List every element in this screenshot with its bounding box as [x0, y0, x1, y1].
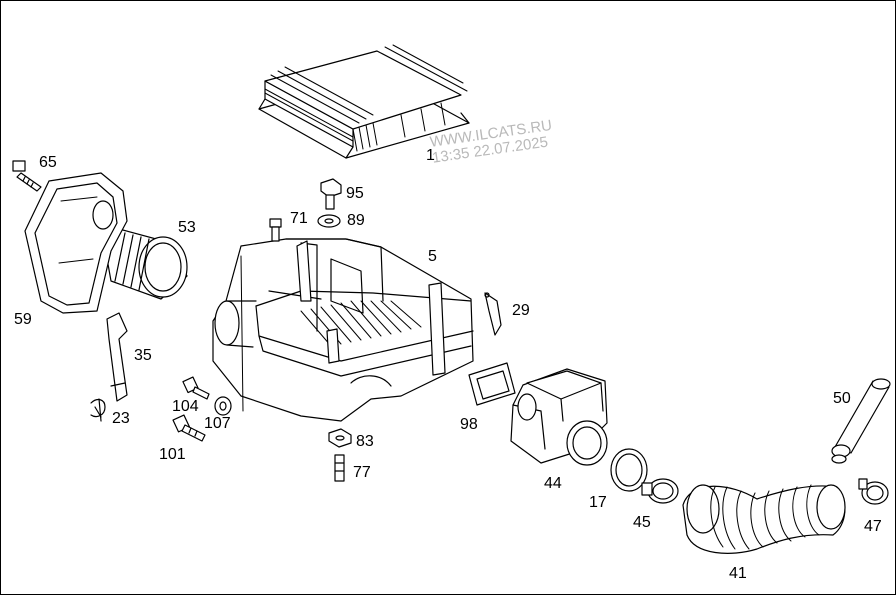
intake-duct[interactable] — [24, 172, 128, 314]
callout-45[interactable]: 45 — [633, 514, 651, 531]
callout-50[interactable]: 50 — [833, 390, 851, 407]
inlet-sleeve[interactable] — [104, 228, 188, 300]
callout-1[interactable]: 1 — [426, 147, 435, 164]
clip-23[interactable] — [90, 398, 106, 422]
intake-hose[interactable] — [682, 484, 846, 554]
callout-23[interactable]: 23 — [112, 410, 130, 427]
hose-clamp-45[interactable] — [641, 478, 679, 504]
screw-71[interactable] — [269, 218, 282, 242]
gasket-98[interactable] — [468, 362, 516, 406]
callout-95[interactable]: 95 — [346, 185, 364, 202]
air-cleaner-housing[interactable] — [212, 238, 474, 422]
callout-83[interactable]: 83 — [356, 433, 374, 450]
callout-17[interactable]: 17 — [589, 494, 607, 511]
callout-41[interactable]: 41 — [729, 565, 747, 582]
washer-89[interactable] — [317, 214, 341, 228]
callout-104[interactable]: 104 — [172, 398, 199, 415]
nut-83[interactable] — [328, 428, 352, 448]
stud-77[interactable] — [334, 454, 345, 482]
callout-77[interactable]: 77 — [353, 464, 371, 481]
callout-71[interactable]: 71 — [290, 210, 308, 227]
washer-107[interactable] — [214, 396, 232, 416]
clip-29[interactable] — [484, 292, 502, 336]
bolt-101[interactable] — [172, 414, 206, 442]
callout-59[interactable]: 59 — [14, 311, 32, 328]
callout-44[interactable]: 44 — [544, 475, 562, 492]
bolt-104[interactable] — [182, 376, 210, 400]
callout-47[interactable]: 47 — [864, 518, 882, 535]
strap-bracket[interactable] — [106, 312, 128, 402]
bolt-95[interactable] — [320, 178, 342, 210]
callout-89[interactable]: 89 — [347, 212, 365, 229]
callout-65[interactable]: 65 — [39, 154, 57, 171]
callout-101[interactable]: 101 — [159, 446, 186, 463]
callout-98[interactable]: 98 — [460, 416, 478, 433]
screw-65[interactable] — [12, 160, 42, 192]
callout-35[interactable]: 35 — [134, 347, 152, 364]
hose-clamp-47[interactable] — [858, 478, 889, 505]
seal-ring-17[interactable] — [610, 448, 648, 492]
callout-29[interactable]: 29 — [512, 302, 530, 319]
air-filter-element[interactable] — [258, 44, 470, 159]
callout-5[interactable]: 5 — [428, 248, 437, 265]
tube-50[interactable] — [831, 378, 891, 464]
callout-53[interactable]: 53 — [178, 219, 196, 236]
air-mass-meter[interactable] — [510, 368, 608, 466]
callout-107[interactable]: 107 — [204, 415, 231, 432]
